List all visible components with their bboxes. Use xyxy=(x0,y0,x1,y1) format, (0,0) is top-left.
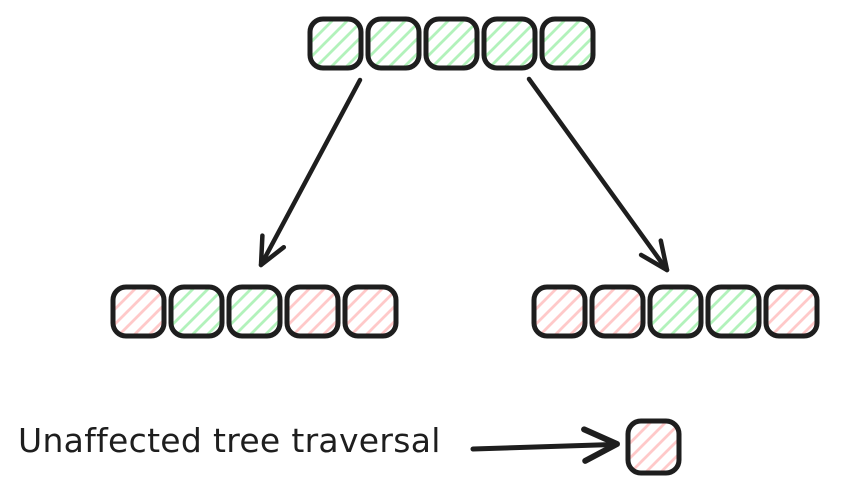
tree-cell-green xyxy=(168,284,225,339)
tree-cell-green xyxy=(365,16,422,71)
tree-left-child-node xyxy=(110,284,399,339)
tree-cell-green xyxy=(307,16,364,71)
legend-label: Unaffected tree traversal xyxy=(18,421,441,460)
arrow-root-to-right-child xyxy=(526,76,670,273)
tree-cell-red xyxy=(110,284,167,339)
tree-cell-red xyxy=(531,284,588,339)
tree-cell-green xyxy=(481,16,538,71)
tree-cell-red xyxy=(284,284,341,339)
tree-cell-green xyxy=(423,16,480,71)
tree-cell-green xyxy=(539,16,596,71)
tree-right-child-node xyxy=(531,284,820,339)
tree-cell-green xyxy=(705,284,762,339)
tree-cell-red xyxy=(342,284,399,339)
tree-cell-green xyxy=(647,284,704,339)
tree-cell-red xyxy=(589,284,646,339)
legend-swatch xyxy=(625,418,682,476)
tree-cell-red xyxy=(625,418,682,476)
legend-arrow-icon xyxy=(470,426,620,464)
tree-cell-green xyxy=(226,284,283,339)
arrow-root-to-left-child xyxy=(258,77,363,268)
tree-root-node xyxy=(307,16,596,71)
tree-cell-red xyxy=(763,284,820,339)
